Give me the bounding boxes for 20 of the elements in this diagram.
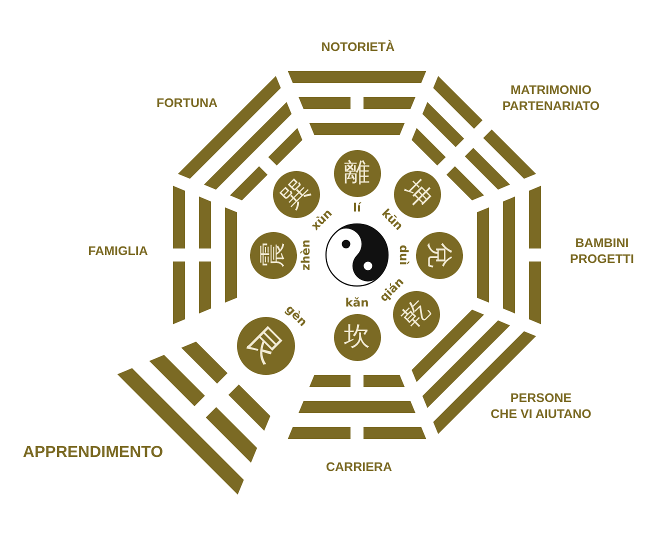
sector-label: FAMIGLIA [88,243,148,259]
pinyin-label: duì [397,244,409,266]
chinese-character: 離 [344,160,370,186]
sector-label: NOTORIETÀ [321,39,395,55]
chinese-character: 巽 [278,176,315,213]
chinese-character: 兌 [426,242,452,268]
pinyin-label: lí [353,202,361,214]
pinyin-label: kǎn [345,297,369,309]
chinese-character: 震 [260,242,286,268]
sector-label: BAMBINI PROGETTI [570,235,634,267]
sector-label: MATRIMONIO PARTENARIATO [502,82,600,114]
sector-label: FORTUNA [156,95,218,111]
chinese-character: 艮 [242,322,290,370]
sector-label: CARRIERA [326,459,392,475]
chinese-character: 坤 [399,176,436,213]
pinyin-label: zhèn [300,240,312,270]
sector-label: PERSONE CHE VI AIUTANO [490,390,592,422]
chinese-character: 乾 [398,296,435,333]
chinese-character: 坎 [344,324,370,350]
sector-label: APPRENDIMENTO [22,445,164,461]
